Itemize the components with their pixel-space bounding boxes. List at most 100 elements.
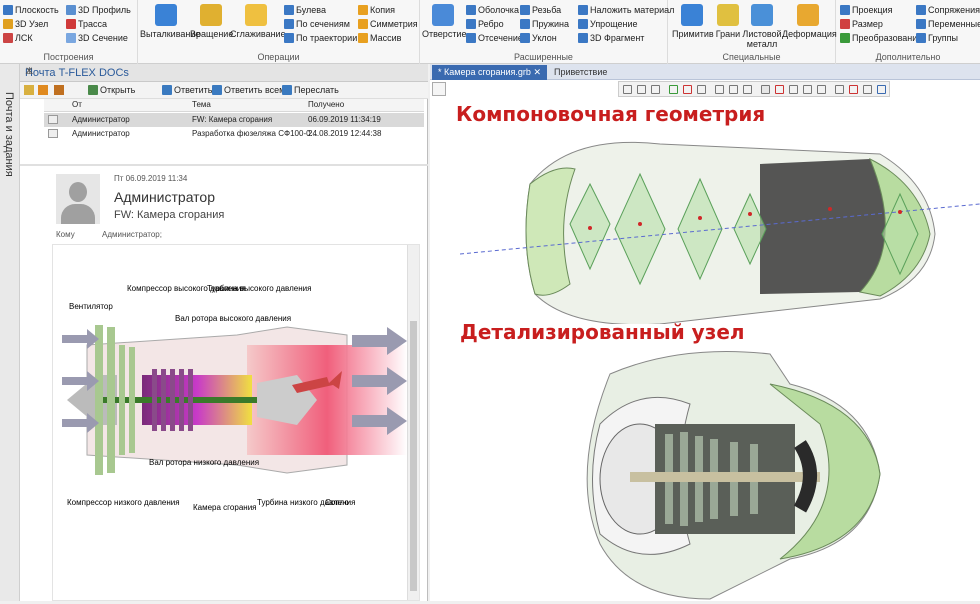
tab-welcome[interactable]: Приветствие bbox=[554, 67, 608, 77]
extrude-button[interactable]: Выталкивание bbox=[140, 4, 200, 39]
new-mail-icon[interactable] bbox=[38, 85, 48, 95]
close-icon[interactable]: ✕ bbox=[25, 66, 34, 77]
cut-button[interactable]: Отсечение bbox=[466, 33, 523, 43]
3d-fragment-button[interactable]: 3D Фрагмент bbox=[578, 33, 644, 43]
boolean-button[interactable]: Булева bbox=[284, 5, 326, 15]
plane-button[interactable]: Плоскость bbox=[3, 5, 59, 15]
filter3-icon[interactable] bbox=[651, 85, 660, 94]
page-icon[interactable] bbox=[863, 85, 872, 94]
3d-profile-button[interactable]: 3D Профиль bbox=[66, 5, 131, 15]
actions-icon[interactable] bbox=[54, 85, 64, 95]
open-icon bbox=[88, 85, 98, 95]
symmetry-button[interactable]: Симметрия bbox=[358, 19, 418, 29]
variables-button[interactable]: Переменные bbox=[916, 19, 980, 29]
mail-toolbar: Открыть Ответить Ответить всем Переслать bbox=[20, 82, 428, 99]
message-scrollbar[interactable] bbox=[407, 245, 419, 600]
simplify-button[interactable]: Упрощение bbox=[578, 19, 638, 29]
column-from[interactable]: От bbox=[72, 100, 82, 109]
apply-material-button[interactable]: Наложить материал bbox=[578, 5, 674, 15]
hidden-icon[interactable] bbox=[803, 85, 812, 94]
sheet-metal-icon bbox=[751, 4, 773, 26]
lcs-button[interactable]: ЛСК bbox=[3, 33, 33, 43]
splitter[interactable] bbox=[20, 164, 428, 166]
projection-button[interactable]: Проекция bbox=[840, 5, 892, 15]
rib-button[interactable]: Ребро bbox=[466, 19, 504, 29]
close-tab-icon[interactable]: ✕ bbox=[533, 67, 541, 77]
array-button[interactable]: Массив bbox=[358, 33, 401, 43]
hole-button[interactable]: Отверстие bbox=[422, 4, 466, 39]
primitive-button[interactable]: Примитив bbox=[672, 4, 714, 39]
group-label: Операции bbox=[257, 52, 300, 62]
wire-icon[interactable] bbox=[789, 85, 798, 94]
forward-icon bbox=[282, 85, 292, 95]
mates-button[interactable]: Сопряжения bbox=[916, 5, 980, 15]
axis-icon[interactable] bbox=[683, 85, 692, 94]
deformation-button[interactable]: Деформация bbox=[782, 4, 837, 39]
shade-icon[interactable] bbox=[761, 85, 770, 94]
cut-icon bbox=[466, 33, 476, 43]
grid-icon[interactable] bbox=[715, 85, 724, 94]
filter-icon[interactable] bbox=[623, 85, 632, 94]
snap-icon[interactable] bbox=[669, 85, 678, 94]
thread-button[interactable]: Резьба bbox=[520, 5, 561, 15]
folder-icon[interactable] bbox=[24, 85, 34, 95]
edges-icon[interactable] bbox=[817, 85, 826, 94]
array-icon bbox=[358, 33, 368, 43]
primitive-icon bbox=[681, 4, 703, 26]
document-tabs: * Камера сгорания.grb ✕ Приветствие bbox=[430, 64, 980, 80]
3d-section-button[interactable]: 3D Сечение bbox=[66, 33, 128, 43]
table-row[interactable]: Администратор Разработка фюзеляжа СФ100-… bbox=[44, 127, 424, 141]
section-view-icon[interactable] bbox=[835, 85, 844, 94]
label-combustion-chamber: Камера сгорания bbox=[193, 503, 257, 512]
sheet-metal-button[interactable]: Листовой металл bbox=[742, 4, 782, 49]
spring-button[interactable]: Пружина bbox=[520, 19, 569, 29]
tab-combustion-chamber[interactable]: * Камера сгорания.grb ✕ bbox=[432, 65, 547, 80]
heading-detailed-assembly: Детализированный узел bbox=[460, 320, 745, 344]
loft-button[interactable]: По сечениям bbox=[284, 19, 350, 29]
view-options-icon[interactable] bbox=[432, 82, 446, 96]
column-subject[interactable]: Тема bbox=[192, 100, 211, 109]
engine-diagram: Вентилятор Компрессор высокого давления … bbox=[62, 284, 407, 512]
groups-icon bbox=[916, 33, 926, 43]
column-received[interactable]: Получено bbox=[308, 100, 345, 109]
shell-button[interactable]: Оболочка bbox=[466, 5, 519, 15]
filter2-icon[interactable] bbox=[637, 85, 646, 94]
clip-icon[interactable] bbox=[849, 85, 858, 94]
forward-button[interactable]: Переслать bbox=[282, 85, 339, 95]
open-button[interactable]: Открыть bbox=[88, 85, 135, 95]
pin-icon[interactable]: ⊥ bbox=[25, 66, 34, 77]
smooth-button[interactable]: Сглаживание bbox=[230, 4, 286, 39]
message-body: Вентилятор Компрессор высокого давления … bbox=[52, 244, 420, 601]
group-label: Дополнительно bbox=[875, 52, 941, 62]
engine-detailed-model[interactable] bbox=[570, 344, 900, 604]
table-row[interactable]: Администратор FW: Камера сгорания 06.09.… bbox=[44, 113, 424, 127]
draft-button[interactable]: Уклон bbox=[520, 33, 557, 43]
orient-icon[interactable] bbox=[743, 85, 752, 94]
reply-all-button[interactable]: Ответить всем bbox=[212, 85, 285, 95]
3d-node-button[interactable]: 3D Узел bbox=[3, 19, 48, 29]
path-button[interactable]: Трасса bbox=[66, 19, 107, 29]
lcs-view-icon[interactable] bbox=[729, 85, 738, 94]
view-cube-icon[interactable] bbox=[775, 85, 784, 94]
render-icon[interactable] bbox=[877, 85, 886, 94]
faces-button[interactable]: Грани bbox=[714, 4, 742, 39]
sweep-icon bbox=[284, 33, 294, 43]
panel-title-bar: Почта T-FLEX DOCs ⊥ ✕ bbox=[20, 64, 428, 82]
sweep-button[interactable]: По траектории bbox=[284, 33, 357, 43]
dimension-button[interactable]: Размер bbox=[840, 19, 883, 29]
lcs-icon bbox=[3, 33, 13, 43]
scrollbar-thumb[interactable] bbox=[410, 321, 417, 591]
deformation-icon bbox=[797, 4, 819, 26]
faces-icon bbox=[717, 4, 739, 26]
profile-icon bbox=[66, 5, 76, 15]
revolve-button[interactable]: Вращение bbox=[190, 4, 233, 39]
engine-layout-model[interactable] bbox=[460, 124, 980, 324]
reply-button[interactable]: Ответить bbox=[162, 85, 212, 95]
side-tab[interactable]: Почта и задания bbox=[0, 64, 20, 601]
copy-button[interactable]: Копия bbox=[358, 5, 395, 15]
groups-button[interactable]: Группы bbox=[916, 33, 958, 43]
extrude-icon bbox=[155, 4, 177, 26]
point-icon[interactable] bbox=[697, 85, 706, 94]
transform-button[interactable]: Преобразование bbox=[840, 33, 922, 43]
group-construct: Плоскость 3D Узел ЛСК 3D Профиль Трасса … bbox=[0, 0, 138, 64]
